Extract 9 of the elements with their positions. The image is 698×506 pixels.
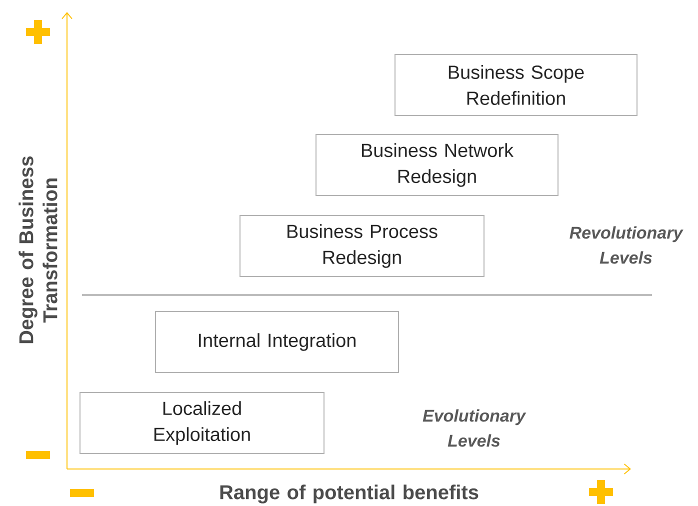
level-box: Business Scope Redefinition — [394, 54, 638, 116]
level-box: Business Process Redesign — [240, 215, 484, 277]
level-label: Revolutionary Levels — [570, 226, 684, 264]
level-label: Evolutionary Levels — [422, 409, 526, 447]
axis-title: Degree of Business Transformation — [18, 156, 58, 344]
level-box: Business Network Redesign — [316, 134, 558, 196]
axis-title: Range of potential benefits — [220, 484, 478, 504]
level-box: Internal Integration — [155, 311, 399, 373]
level-box: Localized Exploitation — [80, 392, 324, 454]
